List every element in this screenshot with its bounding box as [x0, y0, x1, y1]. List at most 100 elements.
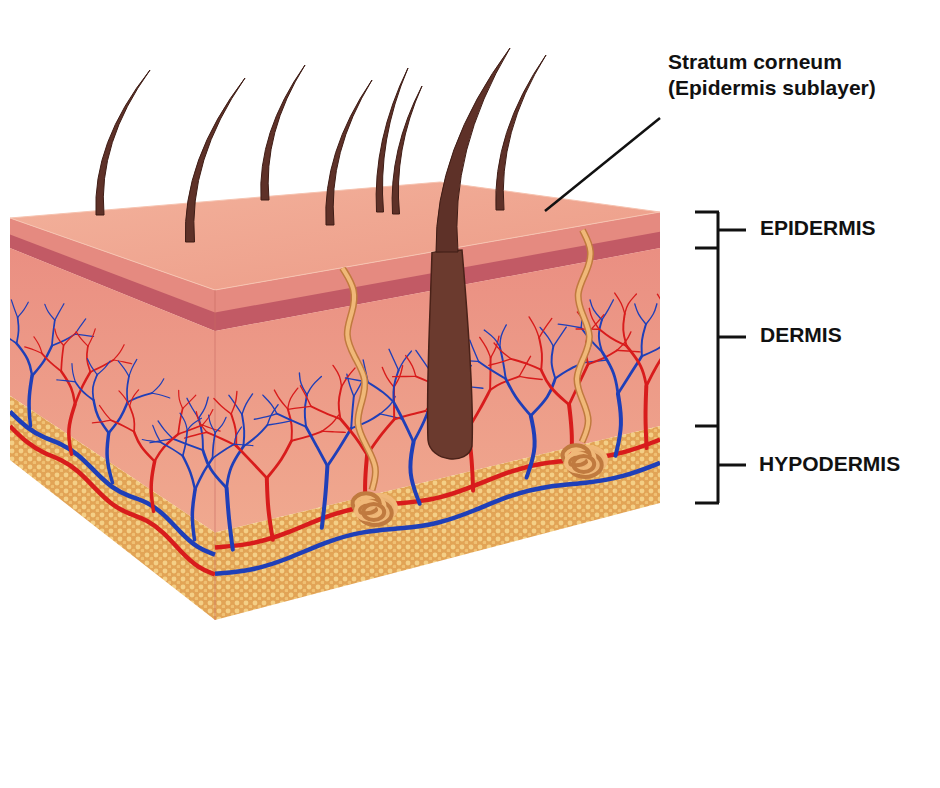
- bracket-tick: [695, 425, 719, 428]
- blood-vessel: [541, 370, 569, 405]
- blood-vessel: [553, 327, 566, 346]
- blood-vessel: [646, 347, 668, 386]
- layer-label: DERMIS: [760, 322, 930, 348]
- blood-vessel: [227, 447, 244, 488]
- blood-vessel: [119, 391, 130, 406]
- blood-vessel: [667, 315, 671, 347]
- blood-vessel: [75, 372, 90, 405]
- blood-vessel: [192, 490, 195, 540]
- blood-vessel: [540, 327, 553, 346]
- blood-vessel: [179, 390, 183, 408]
- blood-vessel: [306, 427, 327, 466]
- blood-vessel: [615, 293, 625, 314]
- blood-vessel: [10, 426, 215, 574]
- blood-vessel: [234, 444, 253, 445]
- bracket-tick: [695, 502, 719, 505]
- blood-vessel: [152, 393, 170, 398]
- skin-block: [10, 182, 660, 620]
- blood-vessel: [539, 338, 542, 370]
- blood-vessel: [187, 418, 201, 430]
- blood-vessel: [322, 431, 345, 432]
- blood-vessel: [113, 345, 124, 360]
- blood-vessel: [667, 296, 680, 315]
- blood-vessel: [25, 347, 42, 354]
- blood-vessel: [489, 359, 511, 365]
- blood-vessel: [625, 294, 637, 314]
- blood-vessel: [506, 379, 531, 416]
- blood-vessel: [152, 379, 164, 393]
- blood-vessel: [394, 402, 414, 442]
- blood-vessel: [670, 340, 693, 343]
- blood-vessel: [72, 364, 75, 382]
- blood-vessel: [87, 359, 97, 375]
- blood-vessel: [599, 320, 602, 352]
- sweat-gland: [342, 268, 396, 525]
- sweat-duct: [577, 230, 591, 442]
- blood-vessel: [161, 442, 183, 456]
- blood-vessel: [539, 318, 552, 337]
- blood-vessel: [55, 329, 64, 346]
- layer-label: HYPODERMIS: [759, 451, 934, 477]
- blood-vessel: [130, 406, 135, 432]
- bracket-tick: [718, 464, 746, 467]
- bracket-line: [717, 212, 720, 503]
- leader-line: [545, 118, 660, 211]
- blood-vessel: [627, 346, 647, 386]
- blood-vessel: [602, 300, 614, 320]
- hair-shaft: [496, 55, 546, 210]
- blood-vessel: [213, 444, 235, 458]
- blood-vessel: [61, 345, 63, 371]
- blood-vessel: [183, 430, 187, 456]
- blood-vessel: [552, 346, 556, 378]
- blood-vessel: [305, 395, 307, 427]
- blood-vessel: [529, 317, 539, 338]
- blood-vessel: [64, 332, 77, 345]
- hair-shaft: [436, 48, 510, 252]
- blood-vessel: [231, 414, 236, 446]
- blood-vessel: [341, 368, 354, 387]
- block-edge: [215, 290, 216, 620]
- blood-vessel: [263, 395, 277, 413]
- hair-shaft: [392, 86, 422, 214]
- blood-vessel: [199, 397, 209, 418]
- blood-vessel: [511, 359, 541, 370]
- blood-vessel: [288, 406, 311, 409]
- blood-vessel: [416, 350, 429, 369]
- blood-vessel: [291, 431, 322, 441]
- blood-vessel: [351, 396, 354, 428]
- blood-vessel: [57, 380, 76, 382]
- blood-vessel: [93, 375, 98, 401]
- blood-vessel: [215, 440, 660, 548]
- blood-vessel: [242, 414, 244, 446]
- hair-shaft: [185, 78, 245, 242]
- blood-vessel: [288, 409, 292, 441]
- sweat-duct: [577, 230, 591, 442]
- blood-vessel: [519, 376, 542, 379]
- blood-vessel: [635, 304, 646, 324]
- blood-vessel: [142, 439, 160, 442]
- blood-vessel: [29, 376, 32, 426]
- blood-vessel: [153, 425, 161, 442]
- blood-vessel: [602, 352, 618, 394]
- blood-vessel: [274, 390, 287, 409]
- blood-vessel: [55, 304, 64, 320]
- sweat-duct: [342, 268, 375, 490]
- skin-interior: [0, 230, 720, 575]
- hair-shaft: [261, 65, 305, 200]
- blood-vessel: [42, 354, 61, 372]
- hair-shaft: [96, 70, 150, 215]
- blood-vessel: [616, 394, 621, 456]
- blood-vessel: [34, 337, 42, 354]
- blood-vessel: [109, 402, 128, 433]
- blood-vessel: [642, 324, 646, 356]
- blood-vessel: [52, 334, 75, 346]
- blood-vessel: [642, 340, 670, 356]
- hairs: [96, 48, 546, 252]
- blood-vessel: [489, 358, 491, 390]
- blood-vessel: [183, 395, 196, 408]
- blood-vessel: [277, 414, 306, 427]
- blood-vessel: [92, 420, 110, 423]
- blood-vessel: [254, 414, 276, 420]
- blood-vessel: [0, 330, 17, 344]
